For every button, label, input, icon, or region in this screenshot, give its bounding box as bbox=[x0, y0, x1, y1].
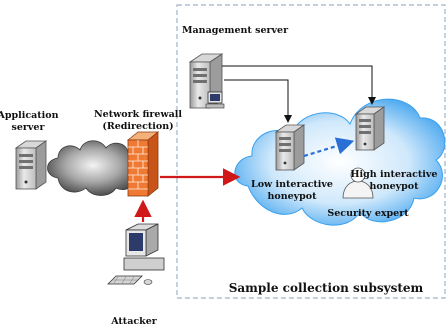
firewall-label: Network firewall bbox=[94, 109, 182, 120]
redirect-dashed-arrow bbox=[303, 137, 355, 158]
attacker-computer-icon bbox=[107, 223, 165, 285]
application-server-label-2: server bbox=[12, 122, 46, 133]
internet-cloud bbox=[47, 140, 139, 196]
low-honeypot-label: Low interactive bbox=[251, 179, 333, 190]
attacker-label: Attacker bbox=[110, 316, 158, 327]
firewall-icon bbox=[126, 131, 160, 197]
security-expert-label: Security expert bbox=[327, 208, 409, 219]
application-server-label: Application bbox=[0, 110, 59, 121]
management-console-icon bbox=[205, 91, 225, 109]
high-honeypot-label: High interactive bbox=[351, 169, 438, 180]
high-interactive-honeypot-icon bbox=[354, 106, 386, 151]
low-interactive-honeypot-icon bbox=[274, 124, 306, 171]
management-server-label: Management server bbox=[182, 25, 289, 36]
low-honeypot-label-2: honeypot bbox=[267, 191, 317, 202]
high-honeypot-label-2: honeypot bbox=[369, 181, 419, 192]
honeypot-cloud bbox=[234, 98, 446, 226]
management-links bbox=[222, 65, 376, 123]
security-expert-icon bbox=[342, 167, 374, 199]
firewall-label-2: (Redirection) bbox=[102, 121, 173, 132]
subsystem-label: Sample collection subsystem bbox=[229, 281, 424, 295]
application-server-icon bbox=[14, 140, 48, 190]
